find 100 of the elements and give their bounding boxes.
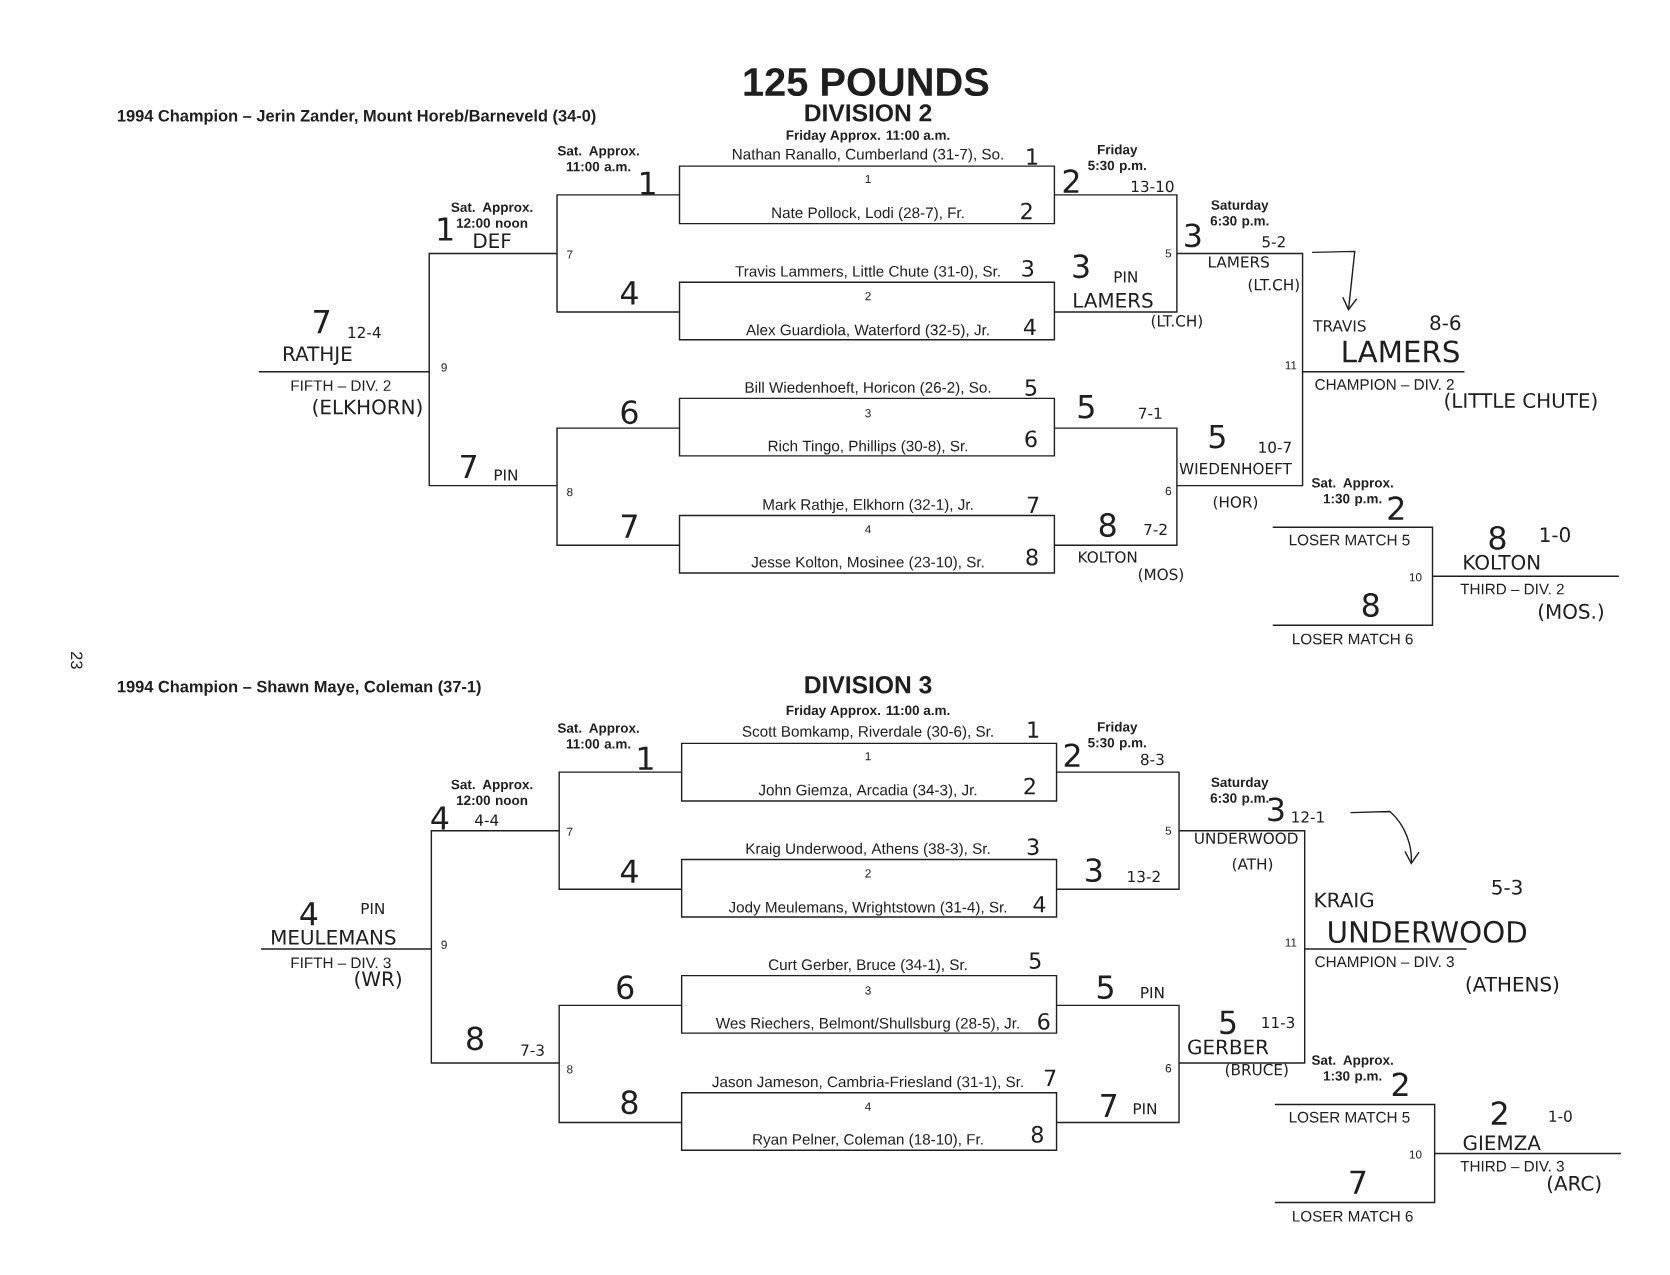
handwritten-note: 8	[467, 1026, 483, 1051]
match-number: 4	[865, 525, 871, 534]
handwritten-note: 5	[1220, 1010, 1236, 1035]
handwritten-note: 6	[621, 400, 638, 425]
handwritten-note: 4	[431, 806, 449, 830]
match-time: Sat. Approx. 11:00 a.m.	[557, 723, 639, 749]
wrestler-name: Kraig Underwood, Athens (38-3), Sr.	[746, 842, 990, 858]
handwritten-note: 1	[438, 217, 453, 241]
match-number: 1	[865, 752, 871, 761]
handwritten-note: 8	[1099, 513, 1116, 538]
handwritten-note: 5	[1097, 975, 1113, 1000]
handwritten-note: 8-3	[1141, 753, 1164, 766]
handwritten-note: 1	[1028, 721, 1039, 738]
handwritten-note: 7-1	[1139, 407, 1162, 419]
placement-label: LOSER MATCH 5	[1289, 534, 1410, 546]
handwritten-note: (LITTLE CHUTE)	[1445, 392, 1597, 411]
placement-label: THIRD – DIV. 3	[1460, 1160, 1564, 1172]
handwritten-note: 2	[1064, 743, 1080, 767]
handwritten-note: (ARC)	[1547, 1175, 1601, 1194]
wrestler-name: Rich Tingo, Phillips (30-8), Sr.	[768, 440, 968, 455]
handwritten-note: (ATHENS)	[1466, 976, 1559, 995]
match-time: Friday Approx. 11:00 a.m.	[786, 130, 950, 143]
handwritten-note: LAMERS	[1343, 340, 1459, 363]
match-time: Sat. Approx. 1:30 p.m.	[1311, 1055, 1393, 1084]
handwritten-note: 5	[1209, 425, 1225, 449]
champion-note: 1994 Champion – Shawn Maye, Coleman (37-1)	[117, 680, 481, 696]
placement-label: LOSER MATCH 5	[1289, 1111, 1410, 1123]
wrestler-name: Bill Wiedenhoeft, Horicon (26-2), So.	[745, 381, 991, 396]
match-time: Saturday 6:30 p.m.	[1210, 199, 1269, 229]
handwritten-note: MEULEMANS	[272, 929, 396, 945]
handwritten-note: 5-3	[1492, 879, 1522, 895]
handwritten-note: 3	[1086, 858, 1102, 883]
handwritten-note: 4	[620, 281, 638, 305]
match-time: Sat. Approx. 12:00 noon	[451, 779, 533, 806]
match-number: 11	[1285, 361, 1297, 370]
handwritten-note: GIEMZA	[1463, 1135, 1541, 1151]
handwritten-note: UNDERWOOD	[1195, 832, 1298, 845]
placement-label: LOSER MATCH 6	[1293, 1210, 1413, 1222]
handwritten-note: 4-4	[475, 814, 499, 826]
handwritten-note: 7	[622, 514, 637, 538]
handwritten-note: 4	[620, 859, 638, 883]
handwritten-note: 3	[1268, 797, 1284, 822]
handwritten-note: PIN	[494, 469, 517, 481]
match-number: 5	[1165, 826, 1172, 835]
handwritten-note: (MOS)	[1138, 568, 1183, 582]
match-number: 8	[567, 488, 573, 497]
handwritten-note: 11-3	[1262, 1016, 1295, 1029]
handwritten-note: 3	[1185, 223, 1201, 248]
wrestler-name: Ryan Pelner, Coleman (18-10), Fr.	[753, 1133, 983, 1148]
handwritten-note: (MOS.)	[1539, 603, 1603, 622]
match-number: 3	[865, 409, 871, 418]
wrestler-name: Jody Meulemans, Wrightstown (31-4), Sr.	[728, 901, 1007, 916]
match-time: Sat. Approx. 12:00 noon	[451, 202, 533, 228]
handwritten-note: (ELKHORN)	[313, 399, 422, 417]
handwritten-note: 6	[1025, 430, 1037, 448]
wrestler-name: Travis Lammers, Little Chute (31-0), Sr.	[735, 265, 1000, 280]
match-time: Friday 5:30 p.m.	[1088, 144, 1146, 173]
wrestler-name: Jason Jameson, Cambria-Friesland (31-1), Sr.	[712, 1076, 1023, 1091]
handwritten-note: 8	[1031, 1125, 1043, 1143]
handwritten-note: 7	[461, 455, 476, 479]
page-title: 125 POUNDS	[744, 67, 989, 97]
handwritten-note: (ATH)	[1232, 858, 1273, 872]
handwritten-note: 6	[1038, 1013, 1050, 1030]
wrestler-name: Nate Pollock, Lodi (28-7), Fr.	[772, 207, 964, 222]
placement-label: FIFTH – DIV. 3	[291, 957, 391, 969]
match-number: 5	[1165, 249, 1172, 258]
placement-label: FIFTH – DIV. 2	[291, 380, 391, 391]
handwritten-note: 13-10	[1131, 180, 1174, 193]
handwritten-note: 8	[621, 1090, 638, 1115]
wrestler-name: Wes Riechers, Belmont/Shullsburg (28-5), Jr.	[715, 1017, 1019, 1032]
handwritten-note: 2	[1063, 169, 1079, 193]
handwritten-note: 10-7	[1259, 441, 1291, 454]
match-number: 6	[1165, 486, 1172, 496]
handwritten-note: 12-1	[1292, 811, 1324, 823]
match-number: 4	[865, 1102, 871, 1111]
handwritten-note: 4	[300, 902, 318, 926]
handwritten-note: 8	[1026, 548, 1038, 566]
handwritten-note: 1-0	[1549, 1110, 1572, 1122]
handwritten-note: GERBER	[1188, 1039, 1269, 1055]
champion-note: 1994 Champion – Jerin Zander, Mount Horeb/Barneveld (34-0)	[117, 109, 596, 125]
handwritten-note: PIN	[361, 903, 384, 915]
handwritten-note: 5	[1029, 952, 1041, 969]
handwritten-note: PIN	[1141, 987, 1164, 999]
match-number: 1	[865, 174, 871, 183]
handwritten-note: 7-2	[1144, 523, 1167, 536]
handwritten-note: 12-4	[348, 326, 381, 338]
division-heading: DIVISION 2	[805, 104, 932, 122]
wrestler-name: Nathan Ranallo, Cumberland (31-7), So.	[733, 148, 1003, 163]
handwritten-note: 7	[1101, 1094, 1117, 1118]
handwritten-note: (LT.CH)	[1248, 278, 1299, 293]
handwritten-note: 1-0	[1540, 527, 1570, 543]
handwritten-note: 7	[1027, 496, 1039, 513]
handwritten-note: KOLTON	[1079, 551, 1137, 563]
handwritten-note: 3	[1022, 260, 1034, 277]
handwritten-note: PIN	[1133, 1103, 1156, 1115]
match-number: 7	[567, 250, 573, 259]
handwritten-note: 1	[640, 171, 655, 195]
wrestler-name: John Giemza, Arcadia (34-3), Jr.	[758, 784, 977, 799]
match-time: Sat. Approx. 11:00 a.m.	[557, 146, 639, 172]
handwritten-note: 3	[1073, 254, 1089, 279]
